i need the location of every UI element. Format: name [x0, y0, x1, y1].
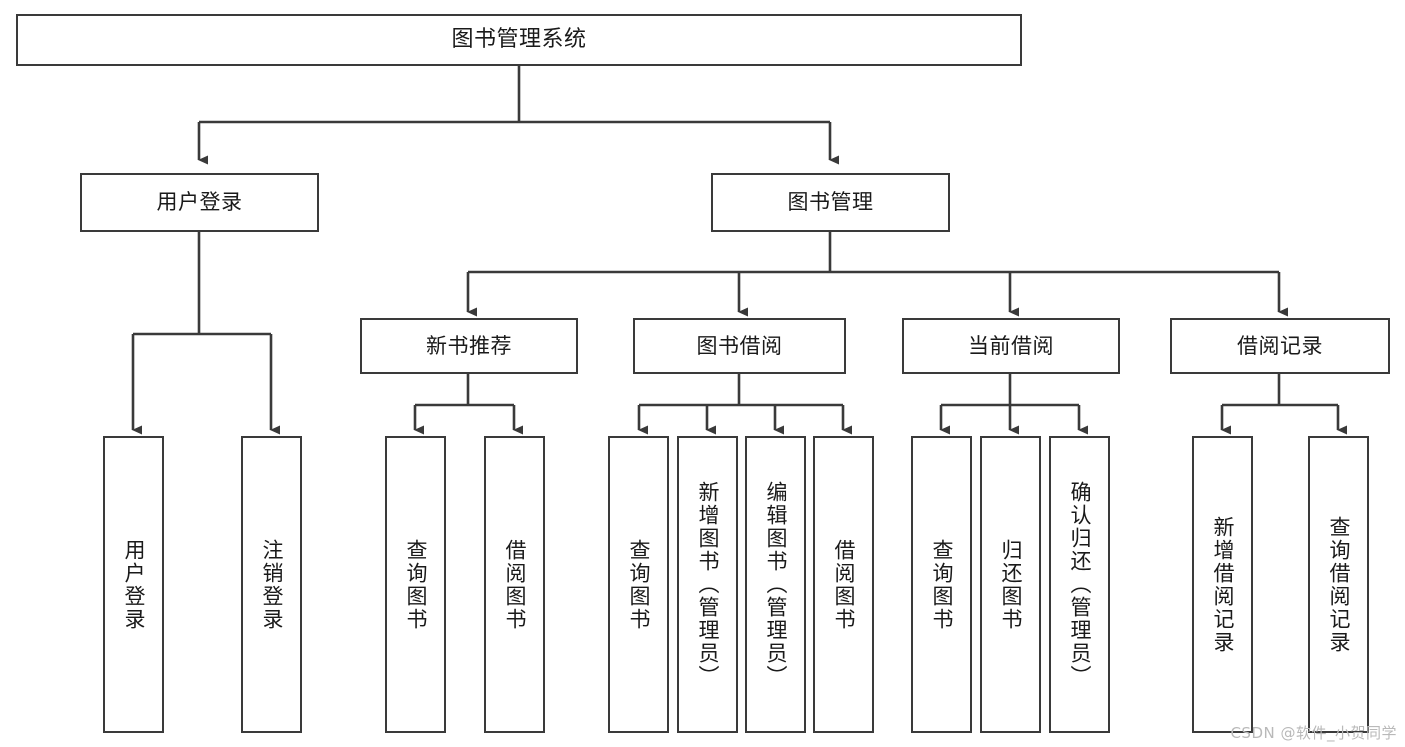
- leaf-book-borrow-2[interactable]: 编辑图书（管理员）: [745, 436, 806, 733]
- leaf-book-borrow-1-label: 新增图书（管理员）: [696, 481, 720, 688]
- node-book-borrow-label: 图书借阅: [696, 333, 783, 358]
- leaf-book-borrow-3-label: 借阅图书: [832, 538, 856, 631]
- node-current-borrow[interactable]: 当前借阅: [902, 318, 1120, 374]
- leaf-user-login-1-label: 注销登录: [260, 538, 284, 631]
- leaf-user-login-0-label: 用户登录: [122, 538, 146, 631]
- leaf-book-borrow-0-label: 查询图书: [627, 538, 651, 631]
- node-book-management[interactable]: 图书管理: [711, 173, 950, 232]
- node-root-book-management-system[interactable]: 图书管理系统: [16, 14, 1022, 66]
- node-user-login-label: 用户登录: [156, 190, 243, 215]
- leaf-borrow-record-1-label: 查询借阅记录: [1327, 515, 1351, 654]
- node-book-borrow[interactable]: 图书借阅: [633, 318, 846, 374]
- node-current-borrow-label: 当前借阅: [968, 333, 1054, 358]
- node-root-label: 图书管理系统: [451, 27, 587, 53]
- leaf-book-borrow-3[interactable]: 借阅图书: [813, 436, 874, 733]
- node-new-book-recommend[interactable]: 新书推荐: [360, 318, 578, 374]
- leaf-user-login-0[interactable]: 用户登录: [103, 436, 164, 733]
- leaf-book-borrow-2-label: 编辑图书（管理员）: [764, 481, 788, 688]
- leaf-current-borrow-1[interactable]: 归还图书: [980, 436, 1041, 733]
- node-borrow-record[interactable]: 借阅记录: [1170, 318, 1390, 374]
- leaf-borrow-record-0-label: 新增借阅记录: [1211, 515, 1235, 654]
- leaf-current-borrow-0-label: 查询图书: [930, 538, 954, 631]
- leaf-new-book-recommend-1[interactable]: 借阅图书: [484, 436, 545, 733]
- leaf-new-book-recommend-0-label: 查询图书: [404, 538, 428, 631]
- leaf-current-borrow-2-label: 确认归还（管理员）: [1068, 481, 1092, 688]
- node-user-login[interactable]: 用户登录: [80, 173, 319, 232]
- leaf-book-borrow-0[interactable]: 查询图书: [608, 436, 669, 733]
- node-book-management-label: 图书管理: [787, 190, 874, 215]
- leaf-current-borrow-1-label: 归还图书: [999, 538, 1023, 631]
- node-borrow-record-label: 借阅记录: [1237, 333, 1323, 358]
- leaf-borrow-record-1[interactable]: 查询借阅记录: [1308, 436, 1369, 733]
- node-new-book-recommend-label: 新书推荐: [426, 333, 512, 358]
- leaf-book-borrow-1[interactable]: 新增图书（管理员）: [677, 436, 738, 733]
- leaf-current-borrow-0[interactable]: 查询图书: [911, 436, 972, 733]
- leaf-current-borrow-2[interactable]: 确认归还（管理员）: [1049, 436, 1110, 733]
- leaf-new-book-recommend-1-label: 借阅图书: [503, 538, 527, 631]
- leaf-borrow-record-0[interactable]: 新增借阅记录: [1192, 436, 1253, 733]
- leaf-user-login-1[interactable]: 注销登录: [241, 436, 302, 733]
- leaf-new-book-recommend-0[interactable]: 查询图书: [385, 436, 446, 733]
